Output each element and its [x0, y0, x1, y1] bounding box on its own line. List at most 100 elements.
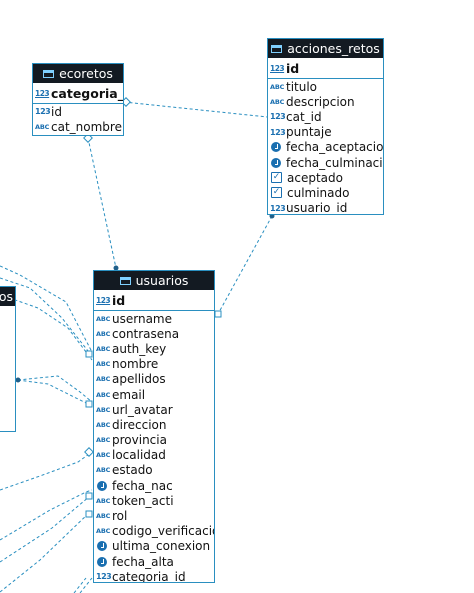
- table-icon: [43, 69, 55, 78]
- table-icon: [271, 44, 283, 53]
- link-left-5: [17, 375, 93, 403]
- clock-icon: [271, 157, 281, 168]
- column-row[interactable]: fecha_culminacion: [268, 155, 383, 170]
- table-icon: [119, 276, 131, 285]
- column-name: aceptado: [287, 170, 343, 185]
- table-title: usuarios: [135, 273, 189, 288]
- text-type-icon: ABC: [96, 512, 111, 521]
- table-header: ecoretos: [33, 64, 123, 83]
- column-name: codigo_verificacion: [112, 524, 214, 539]
- link-ecoretos-acciones: [123, 101, 278, 119]
- numeric-key-icon: 123: [35, 88, 50, 98]
- link-end-marker: [85, 492, 93, 500]
- text-type-icon: ABC: [96, 466, 111, 475]
- column-name: usuario_id: [286, 201, 348, 215]
- column-name: url_avatar: [112, 402, 173, 417]
- text-type-icon: ABC: [96, 329, 111, 338]
- text-type-icon: ABC: [96, 527, 111, 536]
- column-name: contrasena: [112, 326, 180, 341]
- column-name: categoria_id: [112, 569, 186, 583]
- column-name: auth_key: [112, 341, 167, 356]
- primary-key-row[interactable]: 123 categoria_id: [33, 83, 123, 104]
- link-end-marker: [85, 510, 93, 518]
- column-name: ultima_conexion: [112, 539, 211, 554]
- link-left-10: [73, 577, 87, 593]
- column-name: id: [112, 292, 126, 308]
- link-end-marker: [85, 350, 93, 358]
- link-left-11: [79, 577, 93, 593]
- text-type-icon: ABC: [270, 97, 285, 106]
- column-row[interactable]: ✓aceptado: [268, 170, 383, 185]
- link-end-dot: [15, 377, 21, 383]
- text-type-icon: ABC: [96, 451, 111, 460]
- text-type-icon: ABC: [96, 420, 111, 429]
- text-type-icon: ABC: [96, 390, 111, 399]
- link-end-marker: [85, 400, 93, 408]
- column-name: rol: [112, 509, 128, 524]
- numeric-type-icon: 123: [35, 107, 51, 117]
- primary-key-row[interactable]: 123 id: [94, 290, 214, 311]
- text-type-icon: ABC: [96, 496, 111, 505]
- clock-icon: [97, 556, 107, 567]
- numeric-type-icon: 123: [270, 203, 286, 213]
- table-partial[interactable]: os: [0, 286, 16, 432]
- primary-key-row[interactable]: 123 id: [268, 58, 383, 79]
- column-row[interactable]: fecha_aceptacion: [268, 140, 383, 155]
- column-name: id: [286, 60, 300, 76]
- column-row[interactable]: ultima_conexion: [94, 539, 214, 554]
- column-row[interactable]: fecha_alta: [94, 554, 214, 569]
- table-title: os: [0, 289, 13, 304]
- column-name: email: [112, 387, 146, 402]
- numeric-type-icon: 123: [270, 127, 286, 137]
- column-row[interactable]: fecha_nac: [94, 478, 214, 493]
- numeric-key-icon: 123: [96, 295, 111, 305]
- text-type-icon: ABC: [35, 122, 50, 131]
- link-left-9: [0, 511, 91, 593]
- column-name: cat_nombre: [51, 119, 122, 134]
- table-title: acciones_retos: [287, 41, 380, 56]
- link-left-8: [0, 495, 91, 563]
- numeric-key-icon: 123: [270, 63, 285, 73]
- column-name: puntaje: [286, 125, 332, 140]
- table-ecoretos[interactable]: ecoretos 123 categoria_id 123idABCcat_no…: [32, 63, 124, 136]
- link-end-marker: [84, 447, 94, 457]
- link-left-4: [17, 379, 93, 407]
- text-type-icon: ABC: [96, 436, 111, 445]
- link-end-marker: [214, 310, 222, 318]
- column-name: estado: [112, 463, 153, 478]
- text-type-icon: ABC: [96, 360, 111, 369]
- text-type-icon: ABC: [96, 314, 111, 323]
- column-row[interactable]: ✓culminado: [268, 185, 383, 200]
- numeric-type-icon: 123: [270, 112, 286, 122]
- numeric-type-icon: 123: [96, 572, 112, 582]
- column-name: username: [112, 311, 172, 326]
- table-title: ecoretos: [59, 66, 113, 81]
- checkbox-icon: ✓: [271, 187, 282, 199]
